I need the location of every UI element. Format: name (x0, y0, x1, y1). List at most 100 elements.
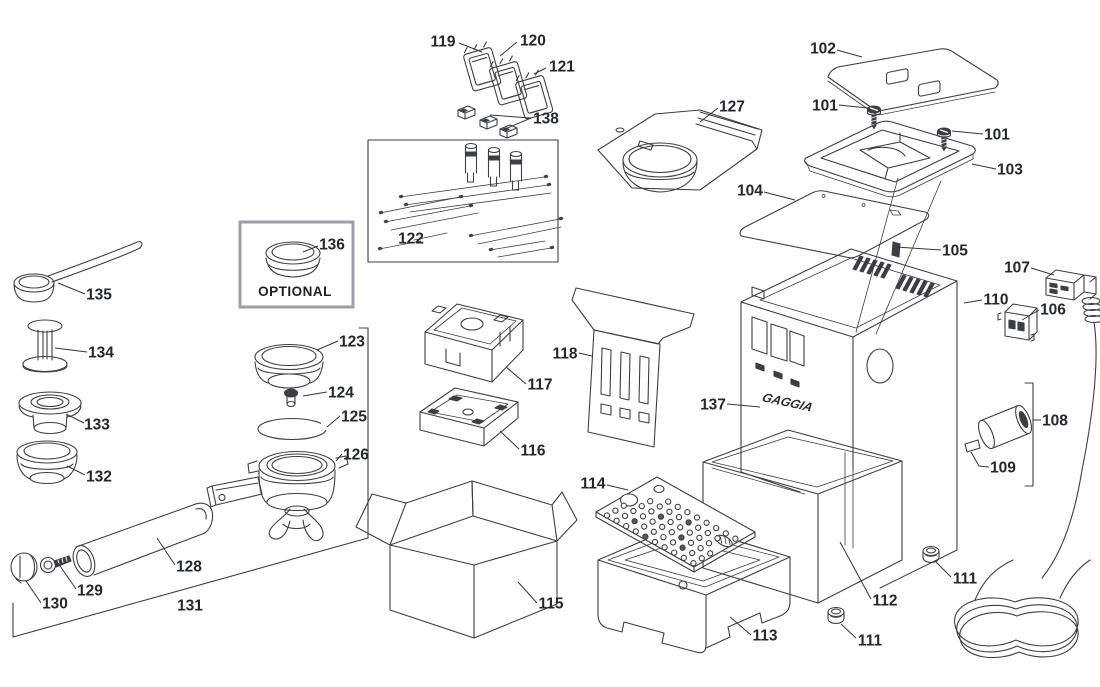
callout-116: 116 (520, 443, 545, 460)
grate-hole (697, 544, 704, 552)
part-122-wiring-kit-box (367, 139, 564, 263)
callout-111: 111 (858, 633, 883, 650)
grate-hole (648, 508, 655, 515)
part-112-water-tank (702, 429, 903, 604)
wires (377, 174, 564, 258)
part-128-handle (72, 502, 214, 577)
leader-line-118 (578, 352, 593, 357)
part-138-clips (457, 105, 518, 139)
grate-hole (656, 503, 663, 510)
leader-line-101 (838, 104, 869, 109)
leader-line-127 (699, 107, 719, 123)
grate-hole (659, 523, 666, 531)
leader-line-104 (763, 191, 796, 201)
grate-hole (667, 518, 674, 526)
callout-123: 123 (339, 334, 365, 351)
callout-135: 135 (86, 287, 112, 304)
part-124-valve (283, 388, 299, 408)
leader-line-120 (499, 41, 518, 57)
callout-119: 119 (430, 34, 455, 51)
grate-hole (696, 534, 703, 542)
leader-line-121 (533, 67, 547, 75)
grate-hole (677, 524, 684, 531)
power-cable (1041, 321, 1097, 579)
part-136-optional-basket (265, 241, 321, 278)
part-133-filter-adapter (18, 391, 82, 435)
callout-108: 108 (1042, 413, 1068, 430)
grate-hole (686, 529, 693, 536)
grate-hole (690, 560, 697, 567)
leader-line-134 (54, 347, 88, 353)
leader-line-130 (25, 580, 42, 604)
grate-hole (613, 517, 620, 524)
grate-hole (623, 522, 630, 530)
leader-line-112 (839, 541, 872, 600)
leader-line-132 (66, 465, 86, 476)
grate-hole (685, 519, 692, 526)
leader-line-106 (1021, 309, 1040, 321)
leader-line-136 (302, 245, 319, 253)
grate-hole (620, 502, 627, 509)
callout-137: 137 (700, 397, 726, 414)
callout-133: 133 (84, 417, 110, 434)
part-105-bracket (891, 241, 901, 258)
leader-line-102 (836, 49, 863, 58)
optional-group: OPTIONAL (238, 220, 355, 309)
leader-line-116 (499, 430, 520, 450)
callout-106: 106 (1040, 302, 1066, 319)
callout-126: 126 (343, 447, 369, 464)
leader-line-113 (729, 616, 752, 636)
leader-line-133 (65, 413, 85, 424)
callout-107: 107 (1004, 260, 1030, 277)
part-127-cup-holder-plate (597, 109, 763, 193)
grate-hole (675, 513, 683, 521)
grate-hole (684, 509, 691, 516)
grate-hole (632, 528, 639, 535)
grate-hole (657, 513, 665, 520)
callout-122: 122 (398, 231, 424, 248)
grate-hole (649, 518, 656, 525)
callout-104: 104 (737, 183, 763, 200)
part-129-bolt (39, 555, 72, 574)
leader-line-101 (951, 130, 984, 135)
callout-125: 125 (341, 409, 367, 426)
leader-line-126 (335, 453, 343, 462)
part-123-basket (254, 343, 324, 389)
optional-box-border (238, 220, 355, 309)
callout-115: 115 (538, 596, 563, 613)
callout-110: 110 (983, 292, 1008, 309)
leader-line-109 (970, 451, 990, 468)
callout-105: 105 (942, 243, 968, 260)
callout-101: 101 (984, 127, 1010, 144)
callout-120: 120 (520, 33, 546, 50)
thermal-fuses (464, 142, 523, 191)
leader-line-107 (1030, 267, 1055, 276)
grate-hole (630, 507, 637, 515)
grate-hole (704, 529, 711, 537)
callout-136: 136 (319, 237, 345, 254)
part-134-tamper (22, 319, 68, 373)
leader-line-129 (57, 562, 77, 590)
grate-hole (651, 538, 659, 546)
grate-hole (647, 498, 654, 505)
grate-hole (650, 528, 657, 535)
callout-117: 117 (527, 377, 552, 394)
grate-hole (661, 544, 668, 551)
grate-hole (639, 513, 647, 520)
part-111-feet (827, 545, 940, 625)
grate-hole (678, 534, 685, 541)
leader-line-128 (156, 537, 176, 566)
part-132-filter-basket (16, 440, 78, 485)
grate-hole (679, 544, 686, 551)
leader-line-125 (326, 415, 341, 428)
part-130-end-cap (10, 552, 38, 584)
grate-hole (668, 529, 675, 536)
leader-line-119 (458, 42, 483, 53)
grate-hole (695, 524, 702, 531)
leader-line-117 (505, 366, 527, 385)
leader-line-138 (504, 117, 532, 130)
leader-line-111 (840, 623, 857, 639)
grate-hole (722, 530, 729, 537)
